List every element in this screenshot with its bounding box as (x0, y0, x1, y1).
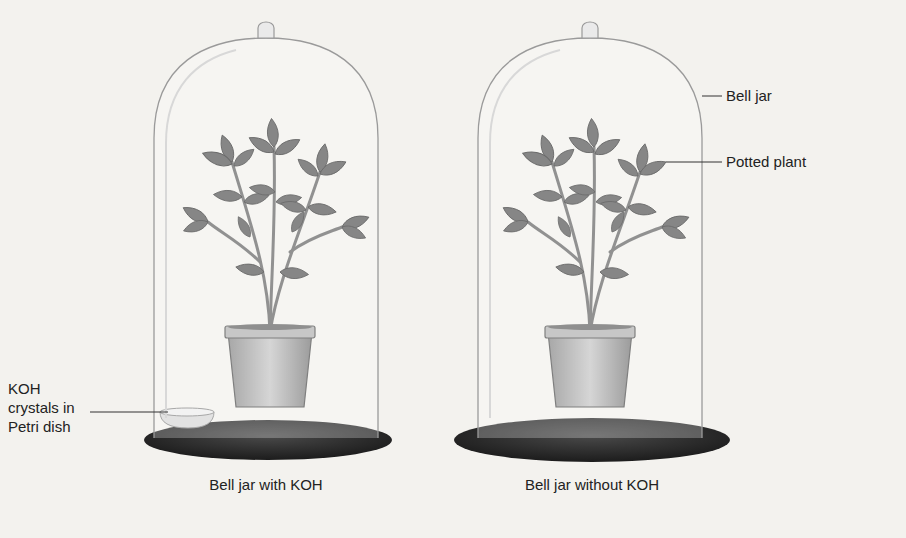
dish-label: KOH crystals in Petri dish (8, 380, 94, 436)
jar-caption: Bell jar with KOH (209, 476, 322, 495)
jar-label: Bell jar (726, 87, 772, 106)
plant-label: Potted plant (726, 153, 806, 172)
jar-caption: Bell jar without KOH (525, 476, 659, 495)
